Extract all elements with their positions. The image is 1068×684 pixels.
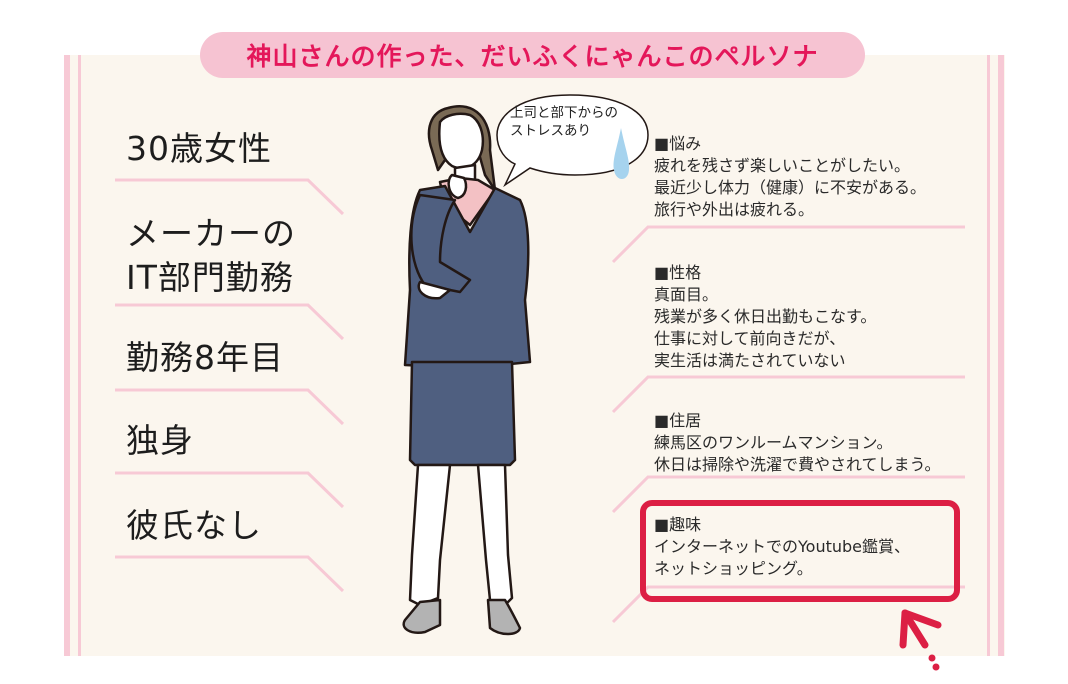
- section-personality-line: 残業が多く休日出勤もこなす。: [654, 307, 877, 326]
- attribute-tenure: 勤務8年目: [126, 338, 284, 377]
- section-residence: ■住居 練馬区のワンルームマンション。 休日は掃除や洗濯で費やされてしまう。: [654, 410, 941, 476]
- speech-bubble-line2: ストレスあり: [510, 123, 591, 139]
- section-worries-line: 疲れを残さず楽しいことがしたい。: [654, 156, 911, 175]
- section-worries-line: 最近少し体力（健康）に不安がある。: [654, 178, 927, 197]
- attribute-relationship: 彼氏なし: [126, 506, 262, 545]
- attribute-occupation-line1: メーカーの: [126, 214, 296, 253]
- section-personality-line: 仕事に対して前向きだが、: [654, 329, 846, 348]
- section-residence-line: 練馬区のワンルームマンション。: [654, 433, 893, 452]
- title-banner: 神山さんの作った、だいふくにゃんこのペルソナ: [200, 32, 865, 78]
- left-border-stripe-outer: [64, 55, 70, 656]
- speech-bubble-text: 上司と部下からの ストレスあり: [510, 104, 618, 140]
- section-hobbies-line: インターネットでのYoutube鑑賞、: [654, 537, 910, 556]
- section-personality-line: 実生活は満たされていない: [654, 351, 846, 370]
- section-hobbies: ■趣味 インターネットでのYoutube鑑賞、 ネットショッピング。: [654, 514, 910, 580]
- section-hobbies-line: ネットショッピング。: [654, 559, 813, 578]
- section-worries-line: 旅行や外出は疲れる。: [654, 200, 815, 219]
- section-residence-heading: ■住居: [654, 411, 702, 430]
- page-title: 神山さんの作った、だいふくにゃんこのペルソナ: [246, 42, 819, 71]
- left-border-stripe-inner: [78, 55, 81, 656]
- section-worries: ■悩み 疲れを残さず楽しいことがしたい。 最近少し体力（健康）に不安がある。 旅…: [654, 133, 926, 221]
- section-personality-heading: ■性格: [654, 263, 702, 282]
- attribute-occupation-line2: IT部門勤務: [126, 258, 294, 297]
- section-worries-heading: ■悩み: [654, 134, 702, 153]
- section-hobbies-heading: ■趣味: [654, 515, 702, 534]
- right-border-stripe-outer: [998, 55, 1004, 656]
- right-border-stripe-inner: [987, 55, 990, 656]
- section-residence-line: 休日は掃除や洗濯で費やされてしまう。: [654, 455, 941, 474]
- section-personality: ■性格 真面目。 残業が多く休日出勤もこなす。 仕事に対して前向きだが、 実生活…: [654, 262, 876, 372]
- highlight-box-hobbies: [640, 500, 960, 602]
- speech-bubble-line1: 上司と部下からの: [510, 105, 618, 121]
- attribute-marital-status: 独身: [126, 421, 194, 460]
- section-personality-line: 真面目。: [654, 285, 719, 304]
- attribute-age-gender: 30歳女性: [126, 129, 272, 168]
- sweat-drop-icon: [613, 128, 630, 179]
